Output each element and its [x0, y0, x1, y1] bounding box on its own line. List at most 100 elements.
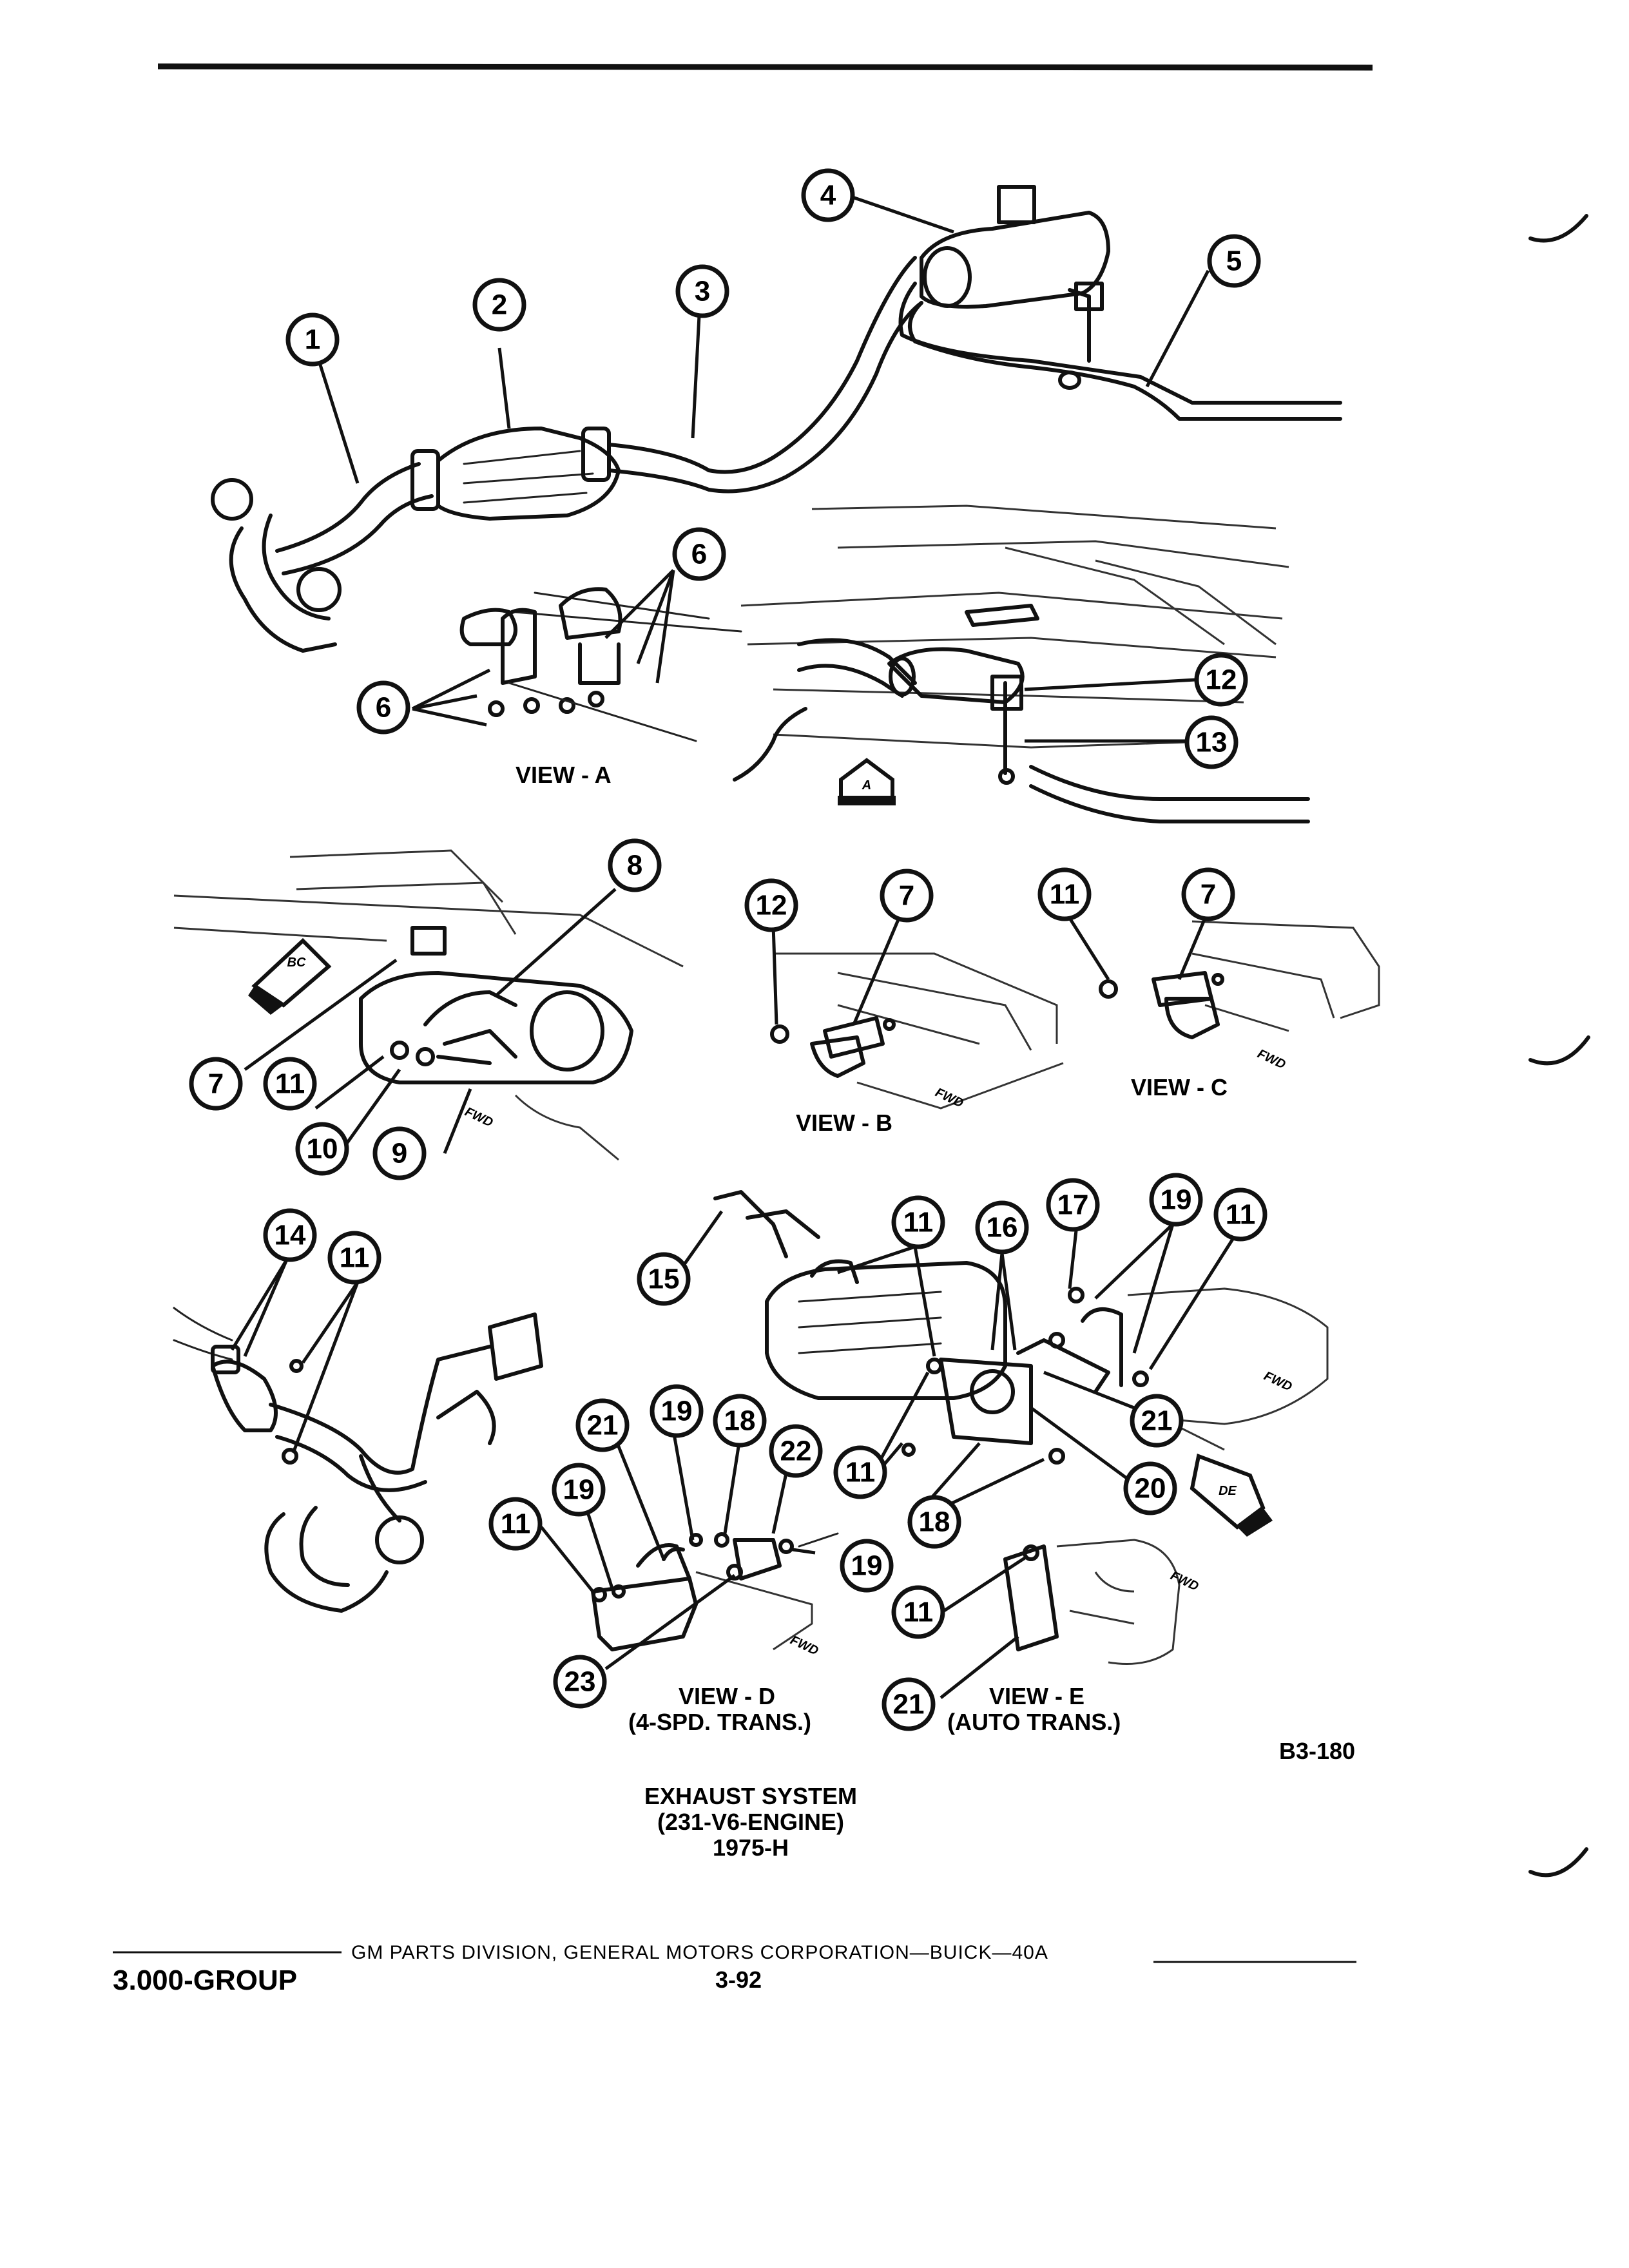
callout-2: 2 — [472, 278, 526, 332]
callout-11-front-pipe: 11 — [327, 1231, 381, 1285]
view-bc-arrow-letters: BC — [287, 956, 306, 970]
fwd-marker-view-c: FWD — [1255, 1047, 1288, 1072]
view-c-detail — [1099, 920, 1380, 1039]
callout-number: 3 — [695, 276, 710, 307]
callout-14: 13 — [1184, 715, 1239, 769]
callout-7-view-bc: 7 — [189, 1057, 243, 1111]
callout-number: 10 — [307, 1133, 338, 1165]
callout-number: 19 — [1161, 1184, 1192, 1216]
view-e-detail — [1003, 1539, 1181, 1665]
callout-number: 5 — [1226, 245, 1242, 277]
callout-number: 19 — [851, 1550, 883, 1582]
callout-number: 11 — [903, 1207, 934, 1238]
callout-7-view-c: 7 — [1181, 867, 1235, 921]
callout-number: 4 — [820, 180, 836, 211]
callout-number: 12 — [1206, 664, 1237, 696]
callout-number: 7 — [208, 1068, 224, 1100]
callout-number: 13 — [1196, 727, 1228, 758]
callout-11-muffler-right: 11 — [1213, 1187, 1268, 1242]
callout-number: 11 — [340, 1242, 370, 1274]
caption-line-1: EXHAUST SYSTEM — [644, 1783, 857, 1809]
callout-10: 10 — [295, 1122, 349, 1176]
fwd-label: FWD — [1262, 1369, 1295, 1394]
caption-line-3: 1975-H — [713, 1834, 789, 1861]
callout-6-lower: 6 — [356, 680, 410, 735]
callout-17: 16 — [975, 1200, 1029, 1254]
fwd-label: FWD — [463, 1105, 496, 1130]
callout-4: 4 — [801, 168, 855, 222]
view-e-subtitle: (AUTO TRANS.) — [947, 1709, 1121, 1735]
callout-1: 1 — [285, 312, 340, 367]
callout-18-view-d-top: 18 — [713, 1394, 767, 1448]
view-bc-detail — [173, 849, 684, 1161]
callout-15: 14 — [263, 1208, 317, 1262]
callout-number: 22 — [780, 1436, 812, 1467]
view-c-label: VIEW - C — [1131, 1074, 1228, 1100]
callout-number: 17 — [1057, 1189, 1089, 1221]
callout-6-upper: 6 — [672, 527, 726, 581]
fwd-marker-view-d: FWD — [788, 1633, 821, 1658]
callout-19-view-d-left: 19 — [552, 1463, 606, 1517]
callout-11-view-bc: 11 — [263, 1057, 317, 1111]
edge-mark — [1528, 1847, 1588, 1878]
callout-12-view-c: 11 — [1037, 867, 1092, 921]
callout-number: 15 — [648, 1264, 680, 1295]
view-a-label: VIEW - A — [516, 762, 612, 788]
callout-number: 21 — [587, 1410, 619, 1441]
footer-publisher: GM PARTS DIVISION, GENERAL MOTORS CORPOR… — [351, 1942, 1048, 1963]
edge-mark — [1528, 214, 1588, 243]
callout-number: 14 — [275, 1220, 306, 1251]
edge-mark — [1528, 1035, 1590, 1066]
callout-19-muffler: 19 — [1149, 1173, 1203, 1227]
callout-number: 11 — [501, 1508, 531, 1540]
callout-number: 18 — [919, 1506, 950, 1538]
callout-number: 7 — [899, 880, 914, 912]
callout-12-view-b: 12 — [744, 878, 798, 932]
callout-21-muffler: 21 — [1130, 1394, 1184, 1448]
view-d-label: VIEW - D — [679, 1683, 775, 1709]
front-pipe-detail — [173, 1307, 543, 1613]
fwd-marker-view-bc: FWD — [463, 1105, 496, 1130]
top-rule — [157, 63, 1373, 71]
view-d-subtitle: (4-SPD. TRANS.) — [628, 1709, 811, 1735]
callout-13: 12 — [1194, 653, 1248, 707]
callout-number: 18 — [724, 1405, 756, 1437]
callout-number: 6 — [691, 539, 707, 570]
callout-number: 6 — [376, 692, 391, 724]
fwd-marker-muffler: FWD — [1262, 1369, 1295, 1394]
footer-page-number: 3-92 — [715, 1966, 762, 1993]
callout-5: 5 — [1207, 234, 1261, 288]
callout-11-view-e: 11 — [891, 1585, 945, 1639]
muffler-mount-detail — [713, 1190, 1329, 1465]
view-a-arrow-letter: A — [862, 778, 871, 793]
callout-number: 11 — [903, 1597, 934, 1628]
view-bc-arrow — [248, 937, 332, 1015]
callout-9: 9 — [372, 1126, 427, 1180]
view-a-detail — [459, 587, 742, 742]
callout-number: 11 — [1226, 1199, 1256, 1231]
callout-16: 15 — [637, 1252, 691, 1306]
callout-11-view-d-left: 11 — [488, 1497, 543, 1551]
callout-number: 11 — [1050, 879, 1080, 910]
callout-number: 19 — [661, 1396, 693, 1427]
callout-19-view-d-top: 19 — [650, 1384, 704, 1438]
callout-11-view-d-upper: 11 — [833, 1445, 887, 1499]
callout-number: 18 — [0, 0, 22, 23]
callout-18-view-d-right: 18 — [907, 1495, 961, 1549]
main-exhaust-assembly — [211, 185, 1342, 653]
callout-11-muffler-left: 11 — [891, 1195, 945, 1249]
callout-number: 12 — [756, 890, 787, 921]
callout-number: 19 — [563, 1474, 595, 1506]
callout-number: 2 — [492, 289, 507, 321]
view-de-arrow — [1190, 1453, 1273, 1537]
view-a-arrow — [838, 758, 896, 805]
leader-lines — [230, 195, 1236, 1699]
callout-number: 8 — [627, 850, 642, 881]
callout-number: 1 — [305, 324, 320, 356]
callout-number: 7 — [1200, 879, 1216, 910]
view-b-detail — [770, 952, 1064, 1110]
callout-number: 16 — [987, 1212, 1018, 1244]
figure-code: B3-180 — [1279, 1738, 1355, 1764]
fwd-label: FWD — [788, 1633, 821, 1658]
